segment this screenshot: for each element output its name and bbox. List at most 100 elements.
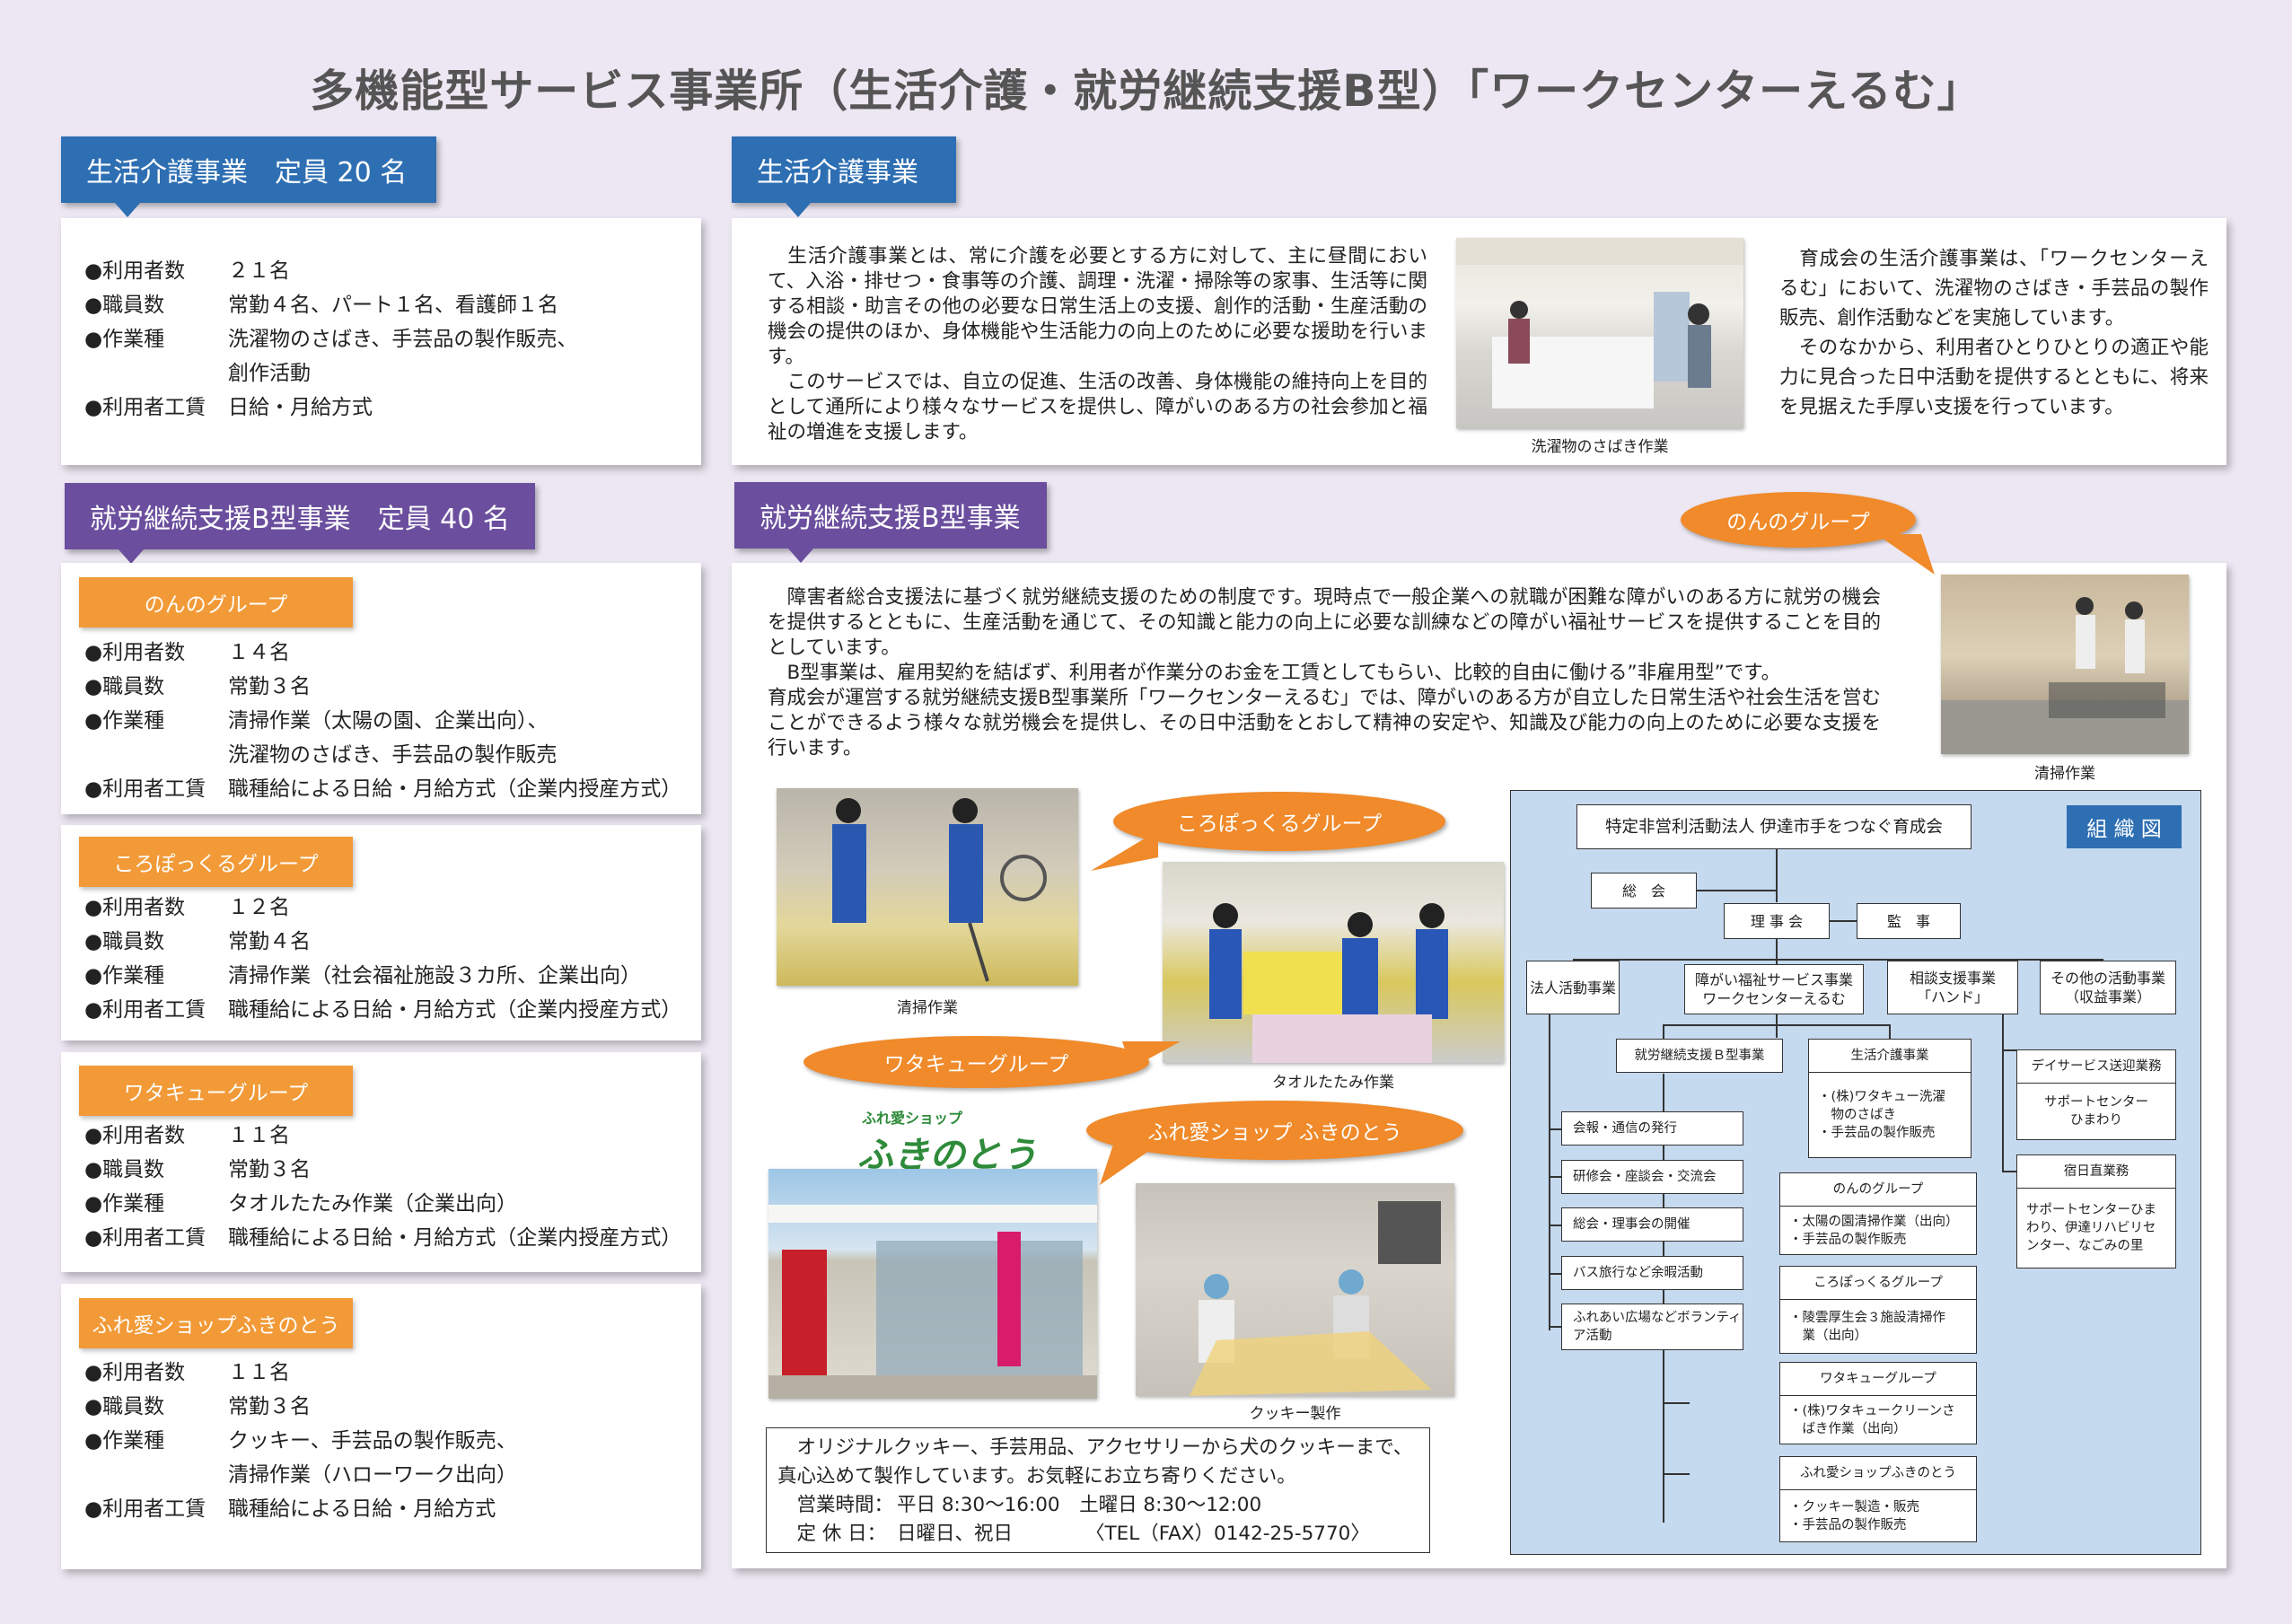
info-value: １２名 [228, 896, 290, 919]
shop-storefront-photo [768, 1169, 1097, 1399]
org-dayservice-items: サポートセンター ひまわり [2016, 1083, 2176, 1140]
info-value: 職種給による日給・月給方式（企業内授産方式） [228, 777, 682, 801]
koro-cleaning-graphic [832, 798, 1047, 982]
towel-folding-caption: タオルたたみ作業 [1272, 1074, 1394, 1092]
org-line [1776, 848, 1778, 902]
info-label [84, 1458, 228, 1492]
org-line [2002, 1014, 2004, 1172]
info-value: 清掃作業（社会福祉施設３カ所、企業出向） [228, 964, 641, 988]
info-value: 常勤３名 [228, 1395, 311, 1418]
info-label: ●職員数 [84, 294, 165, 317]
info-label: ●利用者数 [84, 896, 186, 919]
org-line [1696, 890, 1777, 891]
shop-logo-small: ふれ愛ショップ [862, 1110, 963, 1127]
org-line [1663, 1074, 1664, 1523]
info-value: タオルたたみ作業（企業出向） [228, 1192, 517, 1216]
seikatsu-description-right: 育成会の生活介護事業は、「ワークセンターえるむ」において、洗濯物のさばき・手芸品… [1779, 244, 2209, 422]
info-label: ●作業種 [84, 1192, 165, 1216]
info-label: ●作業種 [84, 1429, 165, 1453]
info-row: ●作業種 清掃作業（太陽の園、企業出向）、 [84, 704, 695, 738]
bubble-nonno: のんのグループ [1681, 492, 1916, 548]
nonno-cleaning-caption: 清掃作業 [2034, 765, 2095, 783]
shuro-right-header: 就労継続支援B型事業 [734, 482, 1047, 563]
koro-cleaning-photo [777, 788, 1078, 986]
info-row: ●利用者工賃職種給による日給・月給方式（企業内授産方式） [84, 993, 695, 1027]
shuro-text-3: 育成会が運営する就労継続支援B型事業所「ワークセンターえるむ」では、障がいのある… [768, 687, 1881, 759]
org-line [1776, 934, 1778, 961]
seikatsu-left-header: 生活介護事業 定員 20 名 [61, 136, 436, 217]
info-row: ●作業種 清掃作業（社会福祉施設３カ所、企業出向） [84, 959, 695, 993]
info-row: ●職員数 常勤３名 [84, 1153, 695, 1187]
shop-hours-value: 平日 8:30〜16:00 土曜日 8:30〜12:00 [897, 1494, 1262, 1516]
info-value: 職種給による日給・月給方式（企業内授産方式） [228, 998, 682, 1022]
shuro-text-1: 障害者総合支援法に基づく就労継続支援のための制度です。現時点で一般企業への就職が… [768, 586, 1881, 659]
info-label: ●利用者工賃 [84, 396, 206, 419]
seikatsu-text-1: 生活介護事業とは、常に介護を必要とする方に対して、主に昼間において、入浴・排せつ… [768, 245, 1427, 368]
info-value: 常勤３名 [228, 1158, 311, 1181]
shop-info-box: オリジナルクッキー、手芸用品、アクセサリーから犬のクッキーまで、 真心込めて製作… [766, 1427, 1430, 1553]
bubble-wata-tail [1122, 1041, 1181, 1068]
info-row: ●利用者工賃日給・月給方式 [84, 391, 678, 425]
org-line [1663, 1024, 1890, 1026]
org-dayservice-node: デイサービス送迎業務 [2016, 1049, 2176, 1084]
org-group-items: ・陵雲厚生会３施設清掃作 業（出向） [1779, 1299, 1977, 1354]
org-other-node: その他の活動事業 （収益事業） [2040, 961, 2176, 1014]
org-line [1549, 1128, 1561, 1130]
info-label: ●作業種 [84, 964, 165, 988]
info-row: 創作活動 [84, 356, 678, 391]
group-info-list: ●利用者数 １１名 ●職員数 常勤３名 ●作業種 タオルたたみ作業（企業出向） ●利用者工賃… [84, 1119, 695, 1255]
shop-info-line1: オリジナルクッキー、手芸用品、アクセサリーから犬のクッキーまで、 [777, 1436, 1413, 1459]
org-line [1549, 1326, 1561, 1328]
shop-info-line2: 真心込めて製作しています。お気軽にお立ち寄りください。 [777, 1465, 1296, 1488]
org-group-items: ・太陽の園清掃作業（出向） ・手芸品の製作販売 [1779, 1206, 1977, 1255]
info-label: ●利用者数 [84, 1124, 186, 1147]
nonno-cleaning-photo [1941, 575, 2189, 754]
org-shuro-node: 就労継続支援Ｂ型事業 [1616, 1039, 1783, 1073]
info-value: １１名 [228, 1124, 290, 1147]
group-badge: ワタキューグループ [79, 1066, 353, 1116]
org-line [2002, 1171, 2018, 1172]
org-group-node: ふれ愛ショップふきのとう [1779, 1456, 1977, 1490]
towel-folding-photo [1163, 862, 1504, 1063]
info-value: 創作活動 [228, 362, 311, 385]
info-row: ●作業種 タオルたたみ作業（企業出向） [84, 1187, 695, 1221]
bubble-koro-tail [1091, 830, 1158, 871]
info-row: ●職員数常勤４名、パート１名、看護師１名 [84, 288, 678, 322]
info-value: 清掃作業（太陽の園、企業出向）、 [228, 709, 549, 733]
info-label: ●職員数 [84, 1158, 165, 1181]
org-rijikai-node: 理 事 会 [1724, 903, 1830, 939]
shop-storefront-graphic [768, 1205, 1097, 1399]
org-soukai-node: 総 会 [1591, 873, 1697, 909]
info-value: 洗濯物のさばき、手芸品の製作販売、 [228, 328, 578, 351]
org-line [1663, 1024, 1664, 1039]
org-shukuhaku-node: 宿日直業務 [2016, 1154, 2176, 1189]
info-row: ●利用者工賃職種給による日給・月給方式（企業内授産方式） [84, 1221, 695, 1255]
info-value: 職種給による日給・月給方式 [228, 1497, 496, 1521]
org-seikatsu-items: ・(株)ワタキュー洗濯 物のさばき ・手芸品の製作販売 [1808, 1072, 1971, 1158]
page-title: 多機能型サービス事業所（生活介護・就労継続支援B型）「ワークセンターえるむ」 [310, 66, 1982, 117]
towel-folding-graphic [1209, 903, 1448, 1063]
info-label: ●利用者数 [84, 641, 186, 664]
shuro-left-header: 就労継続支援B型事業 定員 40 名 [65, 483, 535, 564]
cookie-making-photo [1136, 1183, 1454, 1396]
org-group-items: ・クッキー製造・販売 ・手芸品の製作販売 [1779, 1489, 1977, 1542]
info-label: ●作業種 [84, 709, 165, 733]
org-group-items: ・(株)ワタキュークリーンさ ばき作業（出向） [1779, 1395, 1977, 1444]
info-label: ●職員数 [84, 930, 165, 953]
org-chart-label: 組 織 図 [2067, 805, 2182, 848]
info-value: ２１名 [228, 259, 290, 283]
info-value: １１名 [228, 1361, 290, 1384]
laundry-photo-graphic [1456, 238, 1743, 408]
info-row: ●作業種洗濯物のさばき、手芸品の製作販売、 [84, 322, 678, 356]
group-badge: のんのグループ [79, 577, 353, 628]
seikatsu-text-3: 育成会の生活介護事業は、「ワークセンターえるむ」において、洗濯物のさばき・手芸品… [1779, 248, 2209, 329]
info-label: ●利用者数 [84, 1361, 186, 1384]
org-line [2002, 1049, 2018, 1051]
info-row: 清掃作業（ハローワーク出向） [84, 1458, 695, 1492]
info-label: ●利用者工賃 [84, 1226, 206, 1250]
group-badge: ころぽっくるグループ [79, 837, 353, 887]
org-line [1663, 1402, 1690, 1404]
org-soudan-node: 相談支援事業 「ハンド」 [1887, 961, 2018, 1014]
info-value: 洗濯物のさばき、手芸品の製作販売 [228, 743, 558, 767]
